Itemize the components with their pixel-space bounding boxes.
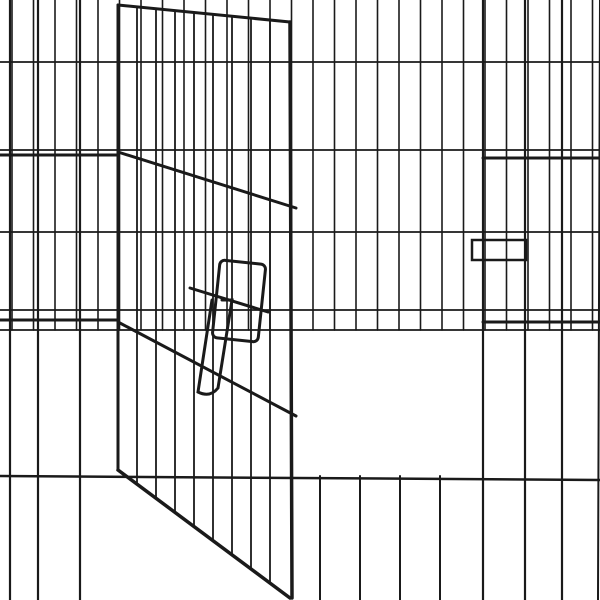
door-crossbar — [116, 150, 298, 210]
door-frame-top — [116, 3, 292, 24]
open-door-panel — [116, 3, 298, 600]
latch-handle — [196, 298, 234, 396]
door-latch — [188, 258, 270, 396]
door-crossbar — [116, 320, 298, 418]
latch-bracket — [211, 258, 267, 344]
latch-bolt — [188, 286, 270, 314]
door-frame-right — [288, 20, 294, 600]
side-panel-clip — [470, 238, 528, 262]
back-panel-grid — [0, 0, 600, 331]
door-frame-bottom — [116, 468, 292, 600]
front-wire-horizontal — [0, 474, 600, 482]
panel-clip — [470, 238, 528, 262]
